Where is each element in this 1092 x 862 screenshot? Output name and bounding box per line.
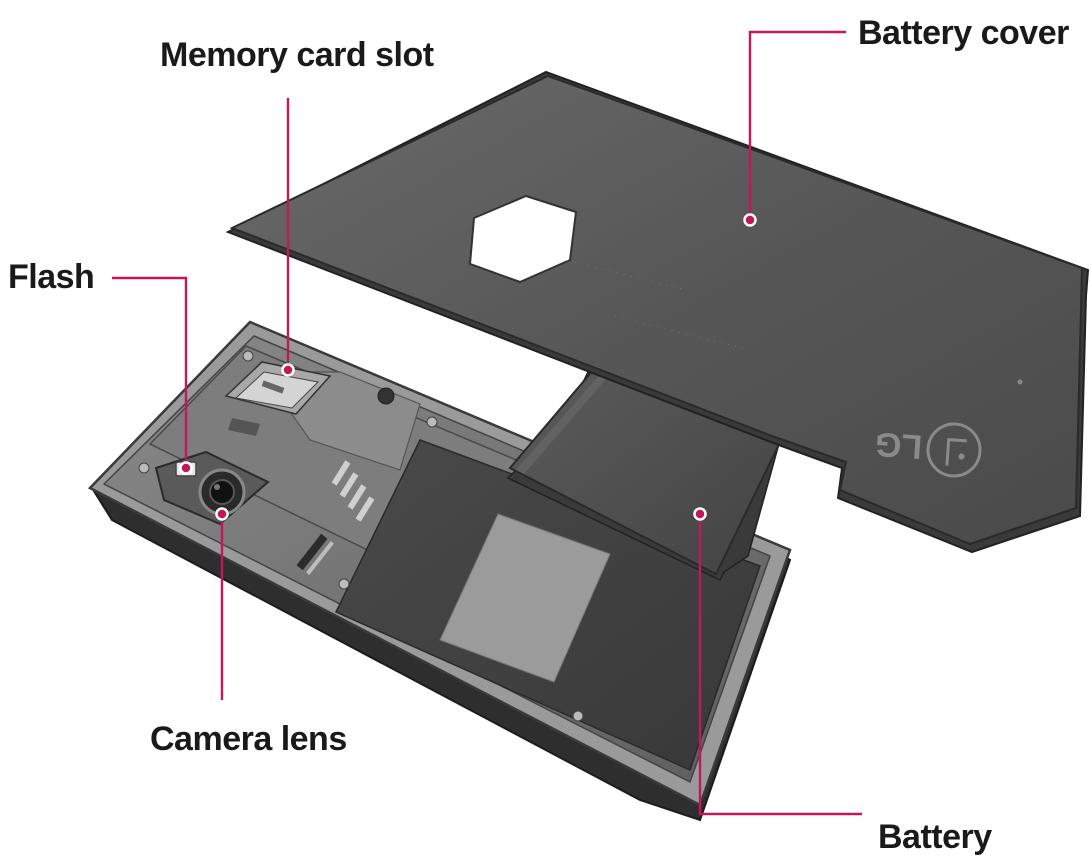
- leader-dot-flash: [179, 461, 193, 475]
- leader-dot-memory-card-slot: [281, 363, 295, 377]
- label-memory-card-slot: Memory card slot: [160, 36, 434, 74]
- phone-body: [87, 320, 792, 822]
- leader-lines: [112, 30, 862, 816]
- label-battery-cover: Battery cover: [858, 14, 1069, 52]
- leader-dot-battery-cover: [743, 213, 757, 227]
- speaker-grille: [296, 533, 334, 575]
- lg-logo: LG: [874, 422, 982, 478]
- leader-dot-battery: [693, 507, 707, 521]
- lg-logo-text: LG: [874, 425, 924, 466]
- memory-card-slot: [224, 361, 332, 436]
- label-flash: Flash: [8, 258, 94, 296]
- leader-dot-camera-lens: [215, 507, 229, 521]
- leader-battery: [698, 516, 862, 816]
- label-battery: Battery: [878, 818, 992, 856]
- leader-flash: [112, 276, 188, 466]
- battery-cover: · · · · · · · · · · · · · · · · · · · · …: [225, 70, 1090, 554]
- label-camera-lens: Camera lens: [150, 720, 347, 758]
- leader-battery-cover: [748, 30, 846, 218]
- battery-contacts: [331, 460, 375, 522]
